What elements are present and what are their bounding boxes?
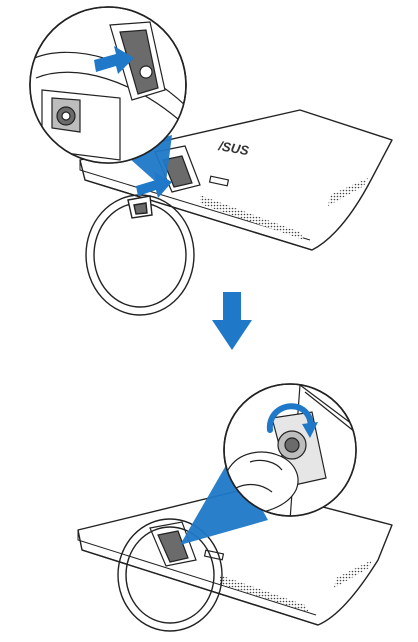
round-base-bottom <box>117 518 223 632</box>
vent-strip-top-2 <box>328 178 368 206</box>
monitor-panel-bottom <box>77 487 393 626</box>
vent-strip-bottom-2 <box>334 560 372 588</box>
rotate-clockwise-icon <box>266 403 318 438</box>
round-base-top <box>85 194 195 316</box>
vent-strip-bottom <box>220 575 309 612</box>
step-attach-base: /SUS <box>29 6 393 316</box>
zoom-callout-top <box>29 6 187 190</box>
brand-logo: /SUS <box>216 138 250 158</box>
step-tighten-screw <box>77 383 393 632</box>
zoom-callout-bottom <box>180 383 357 545</box>
stand-neck-bottom <box>149 521 225 567</box>
vent-strip-top <box>200 195 304 240</box>
down-arrow-icon <box>212 292 252 350</box>
push-arrow-icon <box>94 46 134 74</box>
push-arrow-icon-2 <box>136 172 172 198</box>
